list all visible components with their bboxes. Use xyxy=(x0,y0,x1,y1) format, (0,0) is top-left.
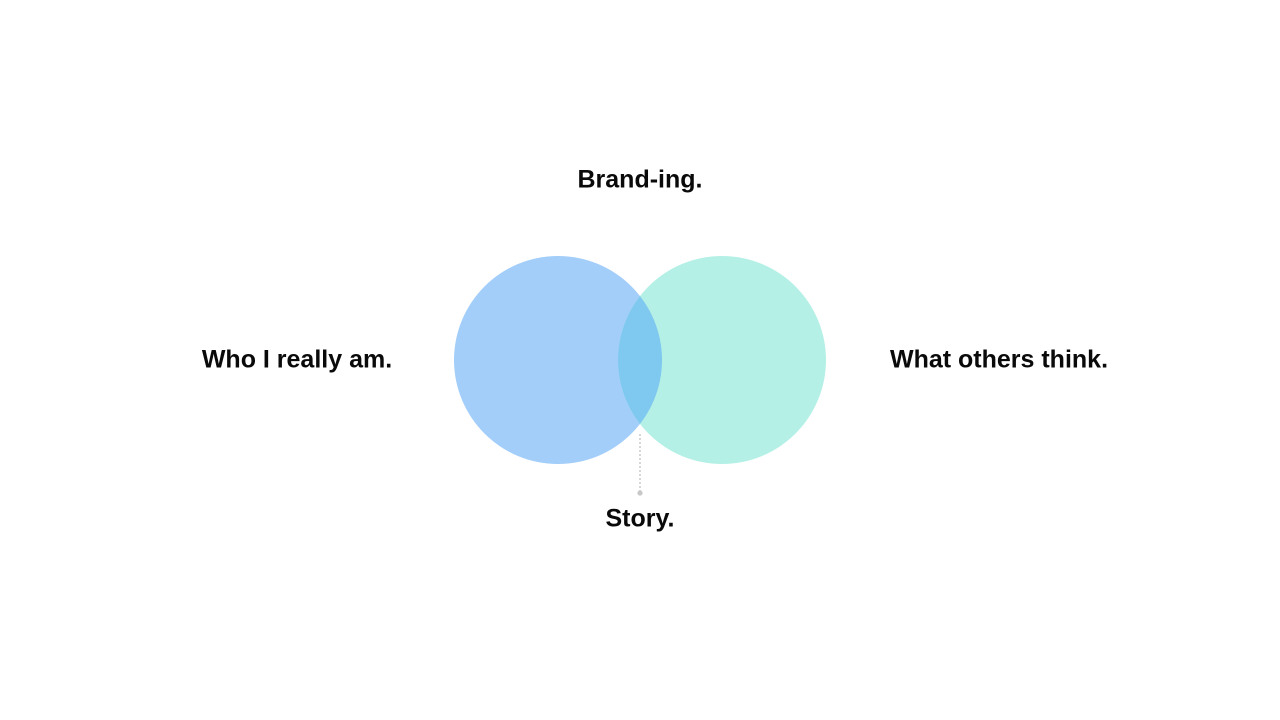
left-circle-label: Who I really am. xyxy=(201,345,393,374)
right-circle-label: What others think. xyxy=(889,345,1109,374)
right-circle xyxy=(618,256,826,464)
intersection-label: Story. xyxy=(605,504,675,533)
left-circle xyxy=(454,256,662,464)
intersection-connector-dot xyxy=(637,490,643,496)
diagram-title: Brand-ing. xyxy=(577,165,703,194)
